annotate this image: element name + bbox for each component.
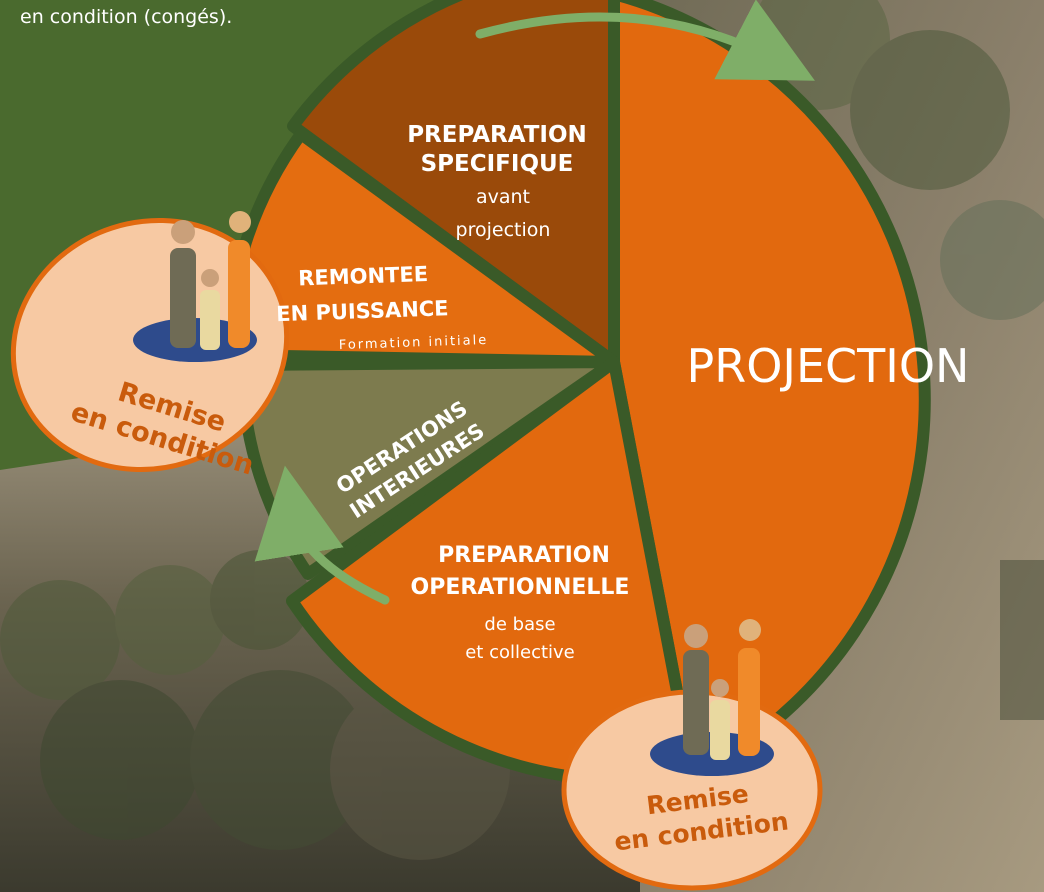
prep-specifique-sub1: avant (476, 186, 530, 208)
remontee-label: REMONTEE EN PUISSANCE Formation initiale (276, 262, 489, 353)
cycle-pie (221, 0, 931, 787)
prep-op-line1: PREPARATION (438, 543, 610, 568)
arrow-top (475, 0, 815, 81)
prep-op-line2: OPERATIONNELLE (411, 575, 630, 600)
prep-op-sub1: de base (484, 614, 555, 635)
preparation-specifique-label: PREPARATION SPECIFIQUE avant projection (407, 122, 587, 241)
remontee-sub: Formation initiale (339, 333, 489, 353)
prep-specifique-sub2: projection (456, 219, 551, 241)
prep-specifique-line2: SPECIFIQUE (421, 151, 574, 177)
family-icon-left (133, 211, 257, 362)
prep-specifique-line1: PREPARATION (407, 122, 587, 148)
intro-text: en condition (congés). (20, 6, 233, 28)
arrow-left (254, 465, 390, 605)
family-icon-bottom (650, 619, 774, 776)
soldiers-photo-texture (115, 0, 1044, 860)
segment-preparation-specifique (287, 0, 620, 368)
preparation-operationnelle-label: PREPARATION OPERATIONNELLE de base et co… (411, 543, 630, 663)
remontee-line1: REMONTEE (298, 262, 429, 291)
prep-op-sub2: et collective (465, 642, 575, 663)
projection-title: PROJECTION (687, 339, 970, 393)
